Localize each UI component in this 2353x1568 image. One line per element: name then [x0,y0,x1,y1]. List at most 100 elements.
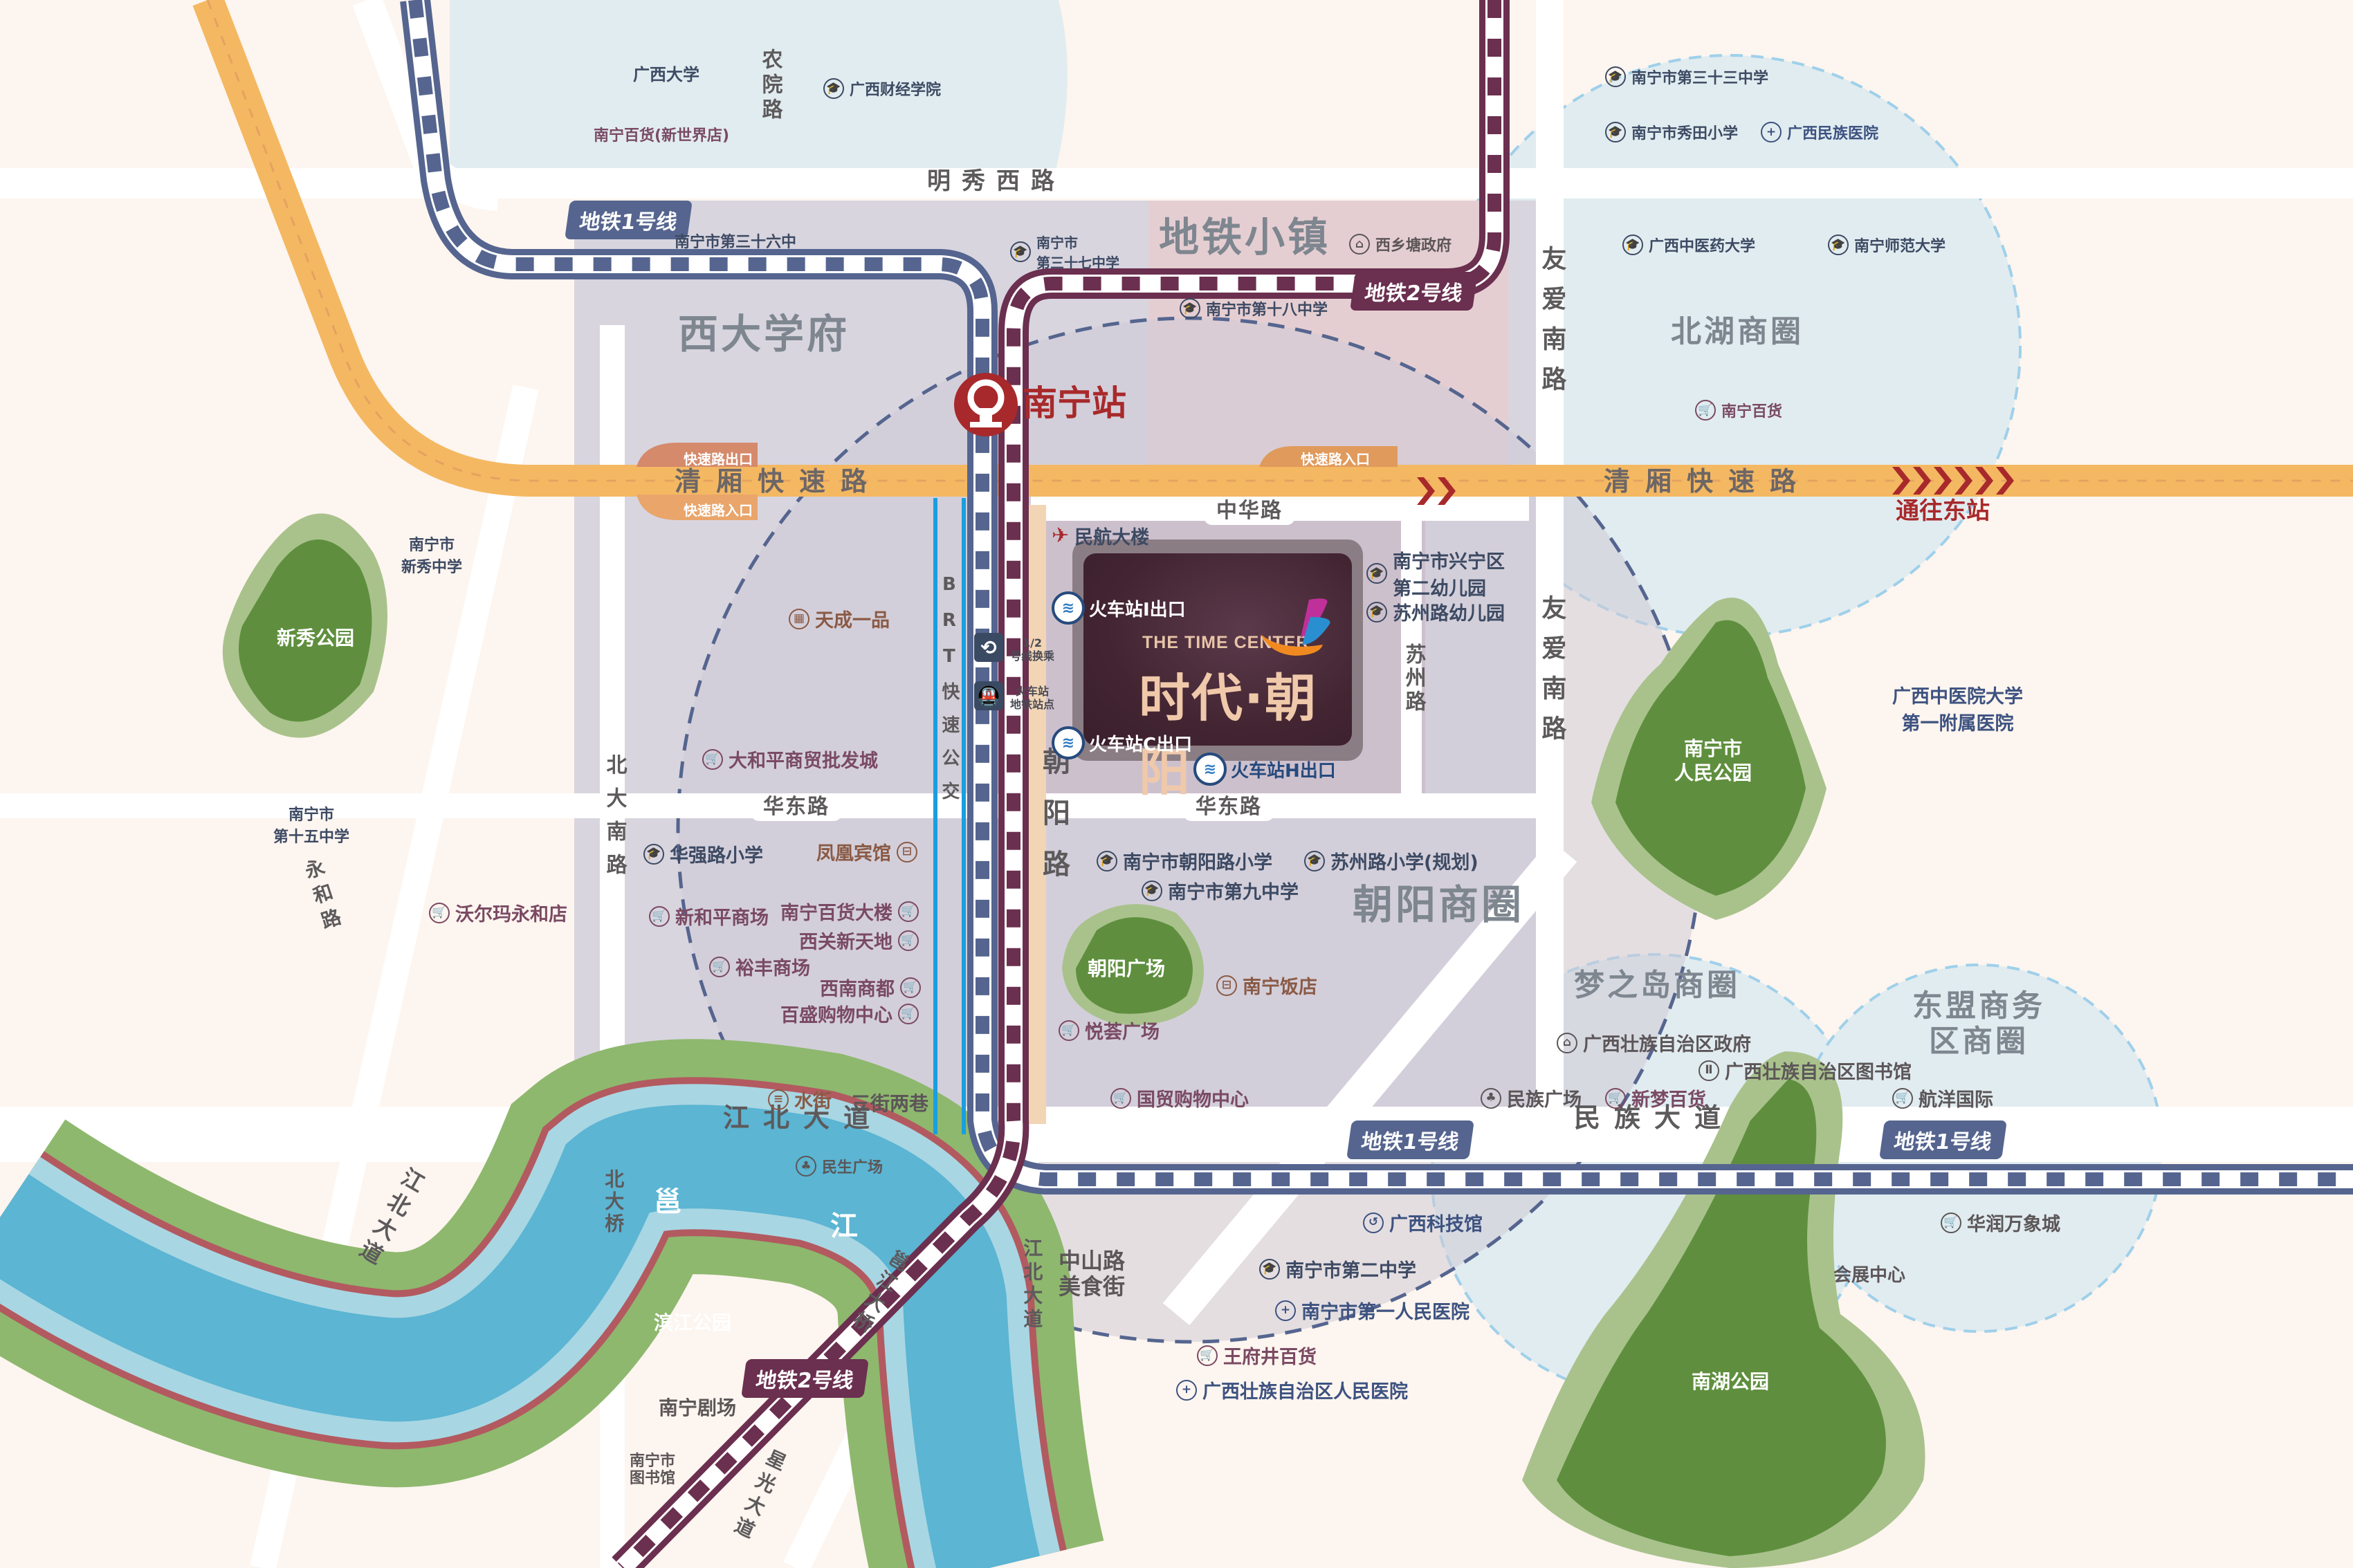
poi-edu: 🎓南宁市秀田小学 [1605,121,1738,143]
landmark-sanjie: 三街两巷 [851,1092,929,1115]
medical-cross-icon: + [1275,1300,1296,1321]
tree-icon: ♣ [796,1156,816,1177]
poi-minsheng-square: ♣民生广场 [796,1155,883,1177]
poi-hospital: 广西中医院大学 第一附属医院 [1892,686,2023,735]
exit-c[interactable]: ≋火车站C出口 [1052,726,1192,759]
shopping-cart-icon: 🛒 [1110,1087,1131,1109]
poi-shop: 南宁百货大楼🛒 [780,898,919,925]
poi-shop: 南宁百货(新世界店) [594,127,730,145]
exit-i[interactable]: ≋火车站I出口 [1052,591,1186,625]
landmark-library-city: 南宁市 图书馆 [630,1452,676,1488]
airplane-icon: ✈ [1052,524,1070,548]
metro1-tag-topleft: 地铁1号线 [565,201,693,239]
poi-edu: 🎓南宁市第十八中学 [1180,297,1328,320]
science-museum-icon: ↺ [1363,1212,1384,1233]
building-icon: ▦ [789,608,809,629]
graduation-cap-icon: 🎓 [1366,601,1387,622]
graduation-cap-icon: 🎓 [1605,122,1626,142]
landmark-gxu: 广西大学 [633,65,699,84]
graduation-cap-icon: 🎓 [1142,880,1162,901]
shopping-cart-icon: 🛒 [1059,1020,1079,1041]
landmark-theatre: 南宁剧场 [659,1396,737,1419]
landmark-huizhan: 会展中心 [1833,1265,1906,1286]
road-youai-mid: 友爱南路 [1537,595,1566,755]
poi-shop: 西关新天地🛒 [799,927,919,954]
park-renmin: 南宁市 人民公园 [1674,737,1752,784]
bed-icon: ⊟ [897,841,917,863]
poi-food: ≡水街 [768,1086,832,1113]
poi-edu: 🎓广西财经学院 [823,77,941,100]
road-jiangbei-ave: 江北大道 [723,1103,884,1133]
poi-edu: 🎓苏州路幼儿园 [1366,598,1505,625]
yong-river [0,1039,1104,1568]
graduation-cap-icon: 🎓 [1366,563,1387,584]
metro-line-2 [612,0,1510,1568]
poi-edu: 南宁市 新秀中学 [401,537,463,576]
district-chaoyang: 朝阳商圈 [1353,881,1525,928]
road-brt: BRT快速公交 [938,574,960,815]
metro-train-icon: 🚇 [974,681,1003,710]
park-xinxiu: 新秀公园 [277,627,355,649]
poi-shop: 🛒王府井百货 [1197,1342,1317,1369]
road-jiangbei-ave-right: 江北大道 [1020,1238,1044,1332]
poi-shop: 🛒新和平商场 [649,903,769,930]
road-huadong-left: 华东路 [751,794,842,821]
transfer-icon: ⟲ [974,633,1003,662]
graduation-cap-icon: 🎓 [1010,241,1031,262]
shopping-cart-icon: 🛒 [649,905,670,927]
poi-shop: ▦天成一品 [789,605,890,632]
poi-shop: 西南商都🛒 [820,974,921,1001]
medical-cross-icon: + [1761,122,1782,142]
shopping-cart-icon: 🛒 [709,956,730,977]
park-binjiang: 滨江公园 [654,1311,732,1334]
shopping-cart-icon: 🛒 [1197,1345,1218,1366]
landmark-zhongshan: 中山路 美食街 [1059,1248,1126,1300]
project-card[interactable]: THE TIME CENTER 时代·朝阳 [1072,539,1363,802]
graduation-cap-icon: 🎓 [1622,234,1643,255]
station-exit-icon: ≋ [1052,726,1085,759]
expressway-left: 清厢快速路 [675,466,883,497]
poi-edu: 🎓南宁市朝阳路小学 [1097,847,1272,874]
graduation-cap-icon: 🎓 [1304,850,1325,871]
book-icon: Ⅱ [1699,1060,1719,1081]
railway-logo-icon [954,373,1018,436]
poi-edu: 🎓华强路小学 [643,840,763,867]
district-mengzhidao: 梦之岛商圈 [1574,968,1740,1003]
graduation-cap-icon: 🎓 [1097,850,1117,871]
poi-shop: 🛒悦荟广场 [1059,1017,1160,1044]
park-chaoyang-square: 朝阳广场 [1088,957,1166,980]
poi-shop: 🛒沃尔玛永和店 [429,899,567,926]
poi-edu: 南宁市 第十五中学 [273,806,350,846]
expressway [192,0,2353,520]
shopping-cart-icon: 🛒 [429,902,450,923]
medical-cross-icon: + [1176,1379,1197,1401]
exit-h[interactable]: ≋火车站H出口 [1193,753,1336,786]
poi-edu: 🎓南宁市 第三十七中学 [1010,232,1119,272]
to-east-chevrons [1417,467,2014,505]
river-label-2: 江 [830,1210,858,1242]
poi-shop: 百盛购物中心🛒 [780,1000,919,1027]
expressway-exit-left: 快速路出口 [684,451,753,468]
road-huadong-right: 华东路 [1183,794,1274,821]
poi-edu: 🎓南宁市第九中学 [1142,877,1299,904]
river-label-1: 邕 [654,1186,681,1218]
bed-icon: ⊟ [1216,975,1237,996]
shopping-cart-icon: 🛒 [898,930,919,951]
metro-stop-note: 火车站 地铁站点 [1010,685,1055,712]
shopping-cart-icon: 🛒 [898,1003,919,1024]
butterfly-logo-icon [1261,598,1330,656]
road-beida-south: 北大南路 [602,754,627,887]
poi-shop: 🛒大和平商贸批发城 [702,746,878,773]
metro1-tag-right: 地铁1号线 [1879,1120,2007,1159]
poi-gov: ⌂西乡塘政府 [1349,233,1452,255]
poi-gov: ⌂广西壮族自治区政府 [1557,1029,1751,1056]
station-exit-icon: ≋ [1193,753,1227,786]
tree-icon: ♣ [1481,1087,1501,1109]
shopping-cart-icon: 🛒 [900,977,921,998]
brt-lines [933,498,966,1134]
road-chaoyang: 朝阳路 [1038,747,1070,901]
poi-edu: 🎓南宁市第二中学 [1259,1255,1416,1282]
poi-shop: 🛒南宁百货 [1695,399,1782,421]
